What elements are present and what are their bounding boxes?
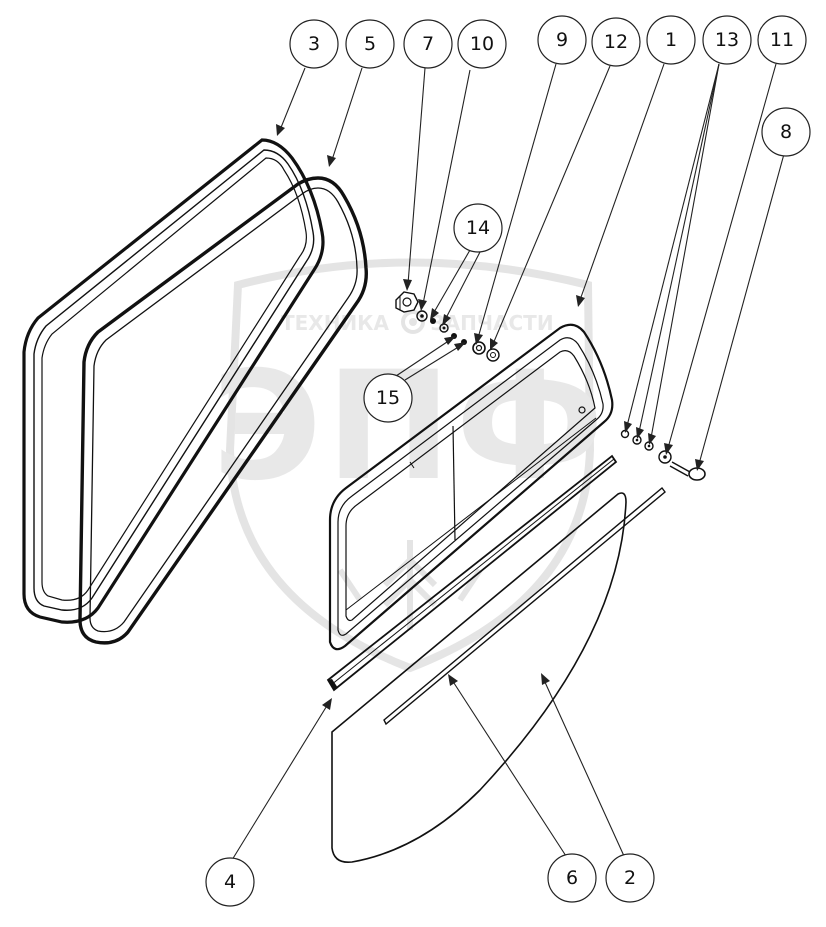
callout-1: 1: [646, 15, 696, 65]
callout-4: 4: [205, 857, 255, 907]
part-4-channel-strip: [326, 454, 618, 692]
callout-12-label: 12: [604, 31, 628, 53]
part-10-washer: [416, 310, 428, 322]
watermark-shield: [225, 258, 595, 673]
callout-14-label: 14: [466, 217, 490, 239]
callout-4-label: 4: [224, 871, 236, 893]
callout-11-label: 11: [770, 29, 794, 51]
callout-14: 14: [453, 203, 503, 253]
callout-11: 11: [757, 15, 807, 65]
callout-12: 12: [591, 17, 641, 67]
callout-3: 3: [289, 19, 339, 69]
callout-9: 9: [537, 15, 587, 65]
part-2-glass-pane: [331, 492, 627, 864]
part-6-rod: [383, 486, 666, 726]
part-1-glass-frame: [328, 323, 614, 651]
callout-5: 5: [345, 19, 395, 69]
part-9-bushing: [472, 341, 486, 355]
callout-15-label: 15: [376, 387, 400, 409]
watermark: ТЕХНИКА ЗАПЧАСТИ ЭПФ: [212, 258, 608, 673]
callout-6: 6: [547, 853, 597, 903]
callout-2-label: 2: [624, 867, 636, 889]
callout-6-label: 6: [566, 867, 578, 889]
gear-icon: [401, 310, 425, 334]
callout-9-label: 9: [556, 29, 568, 51]
watermark-logo: ЭПФ: [212, 340, 608, 514]
callout-7: 7: [403, 19, 453, 69]
part-11-washer: [658, 450, 672, 464]
callout-15: 15: [363, 373, 413, 423]
callout-3-label: 3: [308, 33, 320, 55]
part-3-outer-seal: [22, 138, 325, 624]
callout-5-label: 5: [364, 33, 376, 55]
callout-13: 13: [702, 15, 752, 65]
wheat-icon: [337, 540, 483, 630]
callout-2: 2: [605, 853, 655, 903]
fastener-group-right: [620, 429, 706, 481]
callout-10-label: 10: [470, 33, 494, 55]
callout-1-label: 1: [665, 29, 677, 51]
part-14-spacer-a: [430, 318, 436, 324]
callout-8: 8: [761, 107, 811, 157]
callout-8-label: 8: [780, 121, 792, 143]
part-7-nut: [395, 291, 419, 313]
callout-10: 10: [457, 19, 507, 69]
leader-lines: [231, 63, 785, 861]
part-5-seal-ring: [78, 176, 368, 645]
callout-13-label: 13: [715, 29, 739, 51]
callout-7-label: 7: [422, 33, 434, 55]
part-12-washer: [486, 348, 500, 362]
watermark-text-2: ЗАПЧАСТИ: [430, 311, 553, 335]
